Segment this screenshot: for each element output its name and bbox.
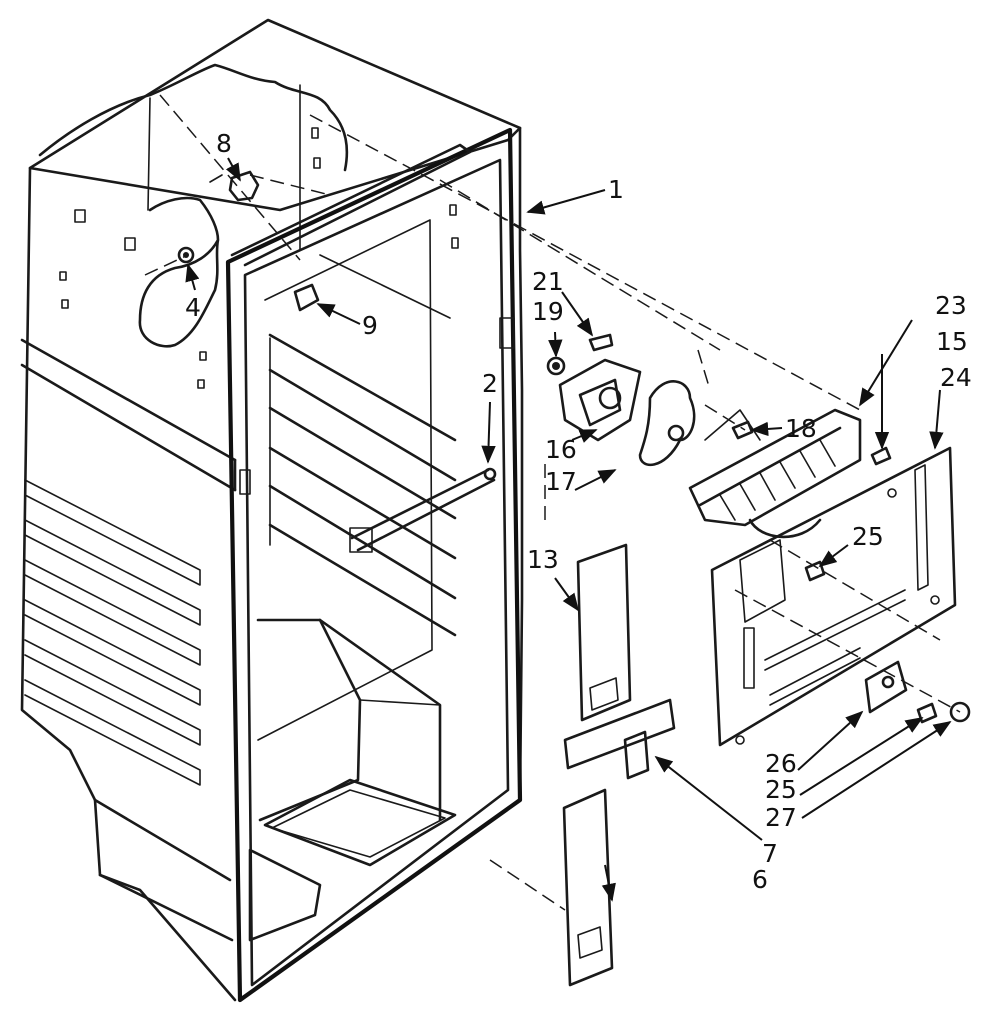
callout-26: 26 <box>765 749 797 778</box>
part-9-light-socket <box>293 283 320 312</box>
assembly-dashed-lines <box>144 94 961 911</box>
part-8-component <box>209 170 260 202</box>
fan-motor-assembly <box>546 333 696 467</box>
callout-16: 16 <box>545 435 577 464</box>
callout-18: 18 <box>785 414 817 443</box>
callout-21: 21 <box>532 267 564 296</box>
callout-25-lower: 25 <box>765 775 797 804</box>
part-4-component <box>177 246 195 264</box>
part-13-duct <box>576 543 632 722</box>
part-2-bar <box>349 467 497 553</box>
refrigerator-cabinet <box>20 18 524 1003</box>
callout-15: 15 <box>936 327 968 356</box>
callout-25-upper: 25 <box>852 522 884 551</box>
callout-19: 19 <box>532 297 564 326</box>
part-26-bracket <box>864 660 908 714</box>
callout-6: 6 <box>752 865 768 894</box>
part-27-cap <box>949 701 971 723</box>
callout-9: 9 <box>362 311 378 340</box>
callout-24: 24 <box>940 363 972 392</box>
part-6-duct <box>562 788 614 987</box>
callout-13: 13 <box>527 545 559 574</box>
part-7-bracket <box>563 698 676 780</box>
callout-2: 2 <box>482 369 498 398</box>
callout-1: 1 <box>608 175 624 204</box>
part-18-screw <box>731 420 754 440</box>
part-24-panel <box>710 446 957 747</box>
callout-17: 17 <box>545 467 577 496</box>
callout-27: 27 <box>765 803 797 832</box>
callout-4: 4 <box>185 293 201 322</box>
callout-7: 7 <box>762 839 778 868</box>
part-15-screw <box>870 446 892 466</box>
callout-leaders <box>185 157 952 902</box>
part-25-screw-upper <box>804 560 826 582</box>
callout-8: 8 <box>216 129 232 158</box>
callout-labels: 1 2 4 6 7 8 9 13 15 16 17 18 19 21 23 24… <box>185 129 972 894</box>
callout-23: 23 <box>935 291 967 320</box>
